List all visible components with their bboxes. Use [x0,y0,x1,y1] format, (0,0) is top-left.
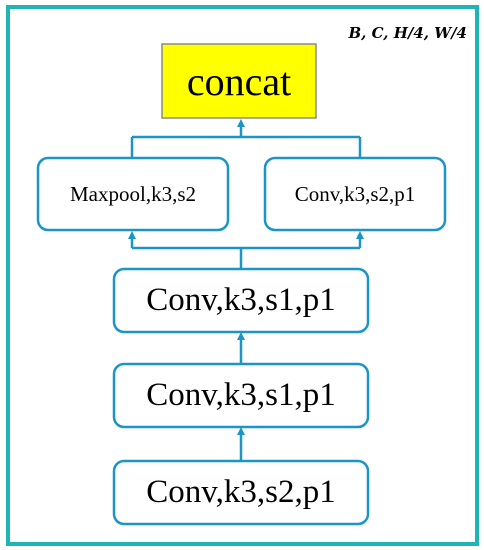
conv-top-label: Conv,k3,s1,p1 [146,282,336,318]
conv-middle-label: Conv,k3,s1,p1 [146,377,336,413]
split-connector [128,231,364,269]
dimension-label: B, C, H/4, W/4 [348,24,467,42]
conv-bottom-label: Conv,k3,s2,p1 [146,474,336,510]
concat-box [161,43,317,119]
merge-connector [130,119,362,158]
maxpool-label: Maxpool,k3,s2 [70,181,196,206]
conv-branch-box [263,156,447,232]
conv-branch-label: Conv,k3,s2,p1 [294,181,416,206]
concat-label: concat [186,58,292,104]
